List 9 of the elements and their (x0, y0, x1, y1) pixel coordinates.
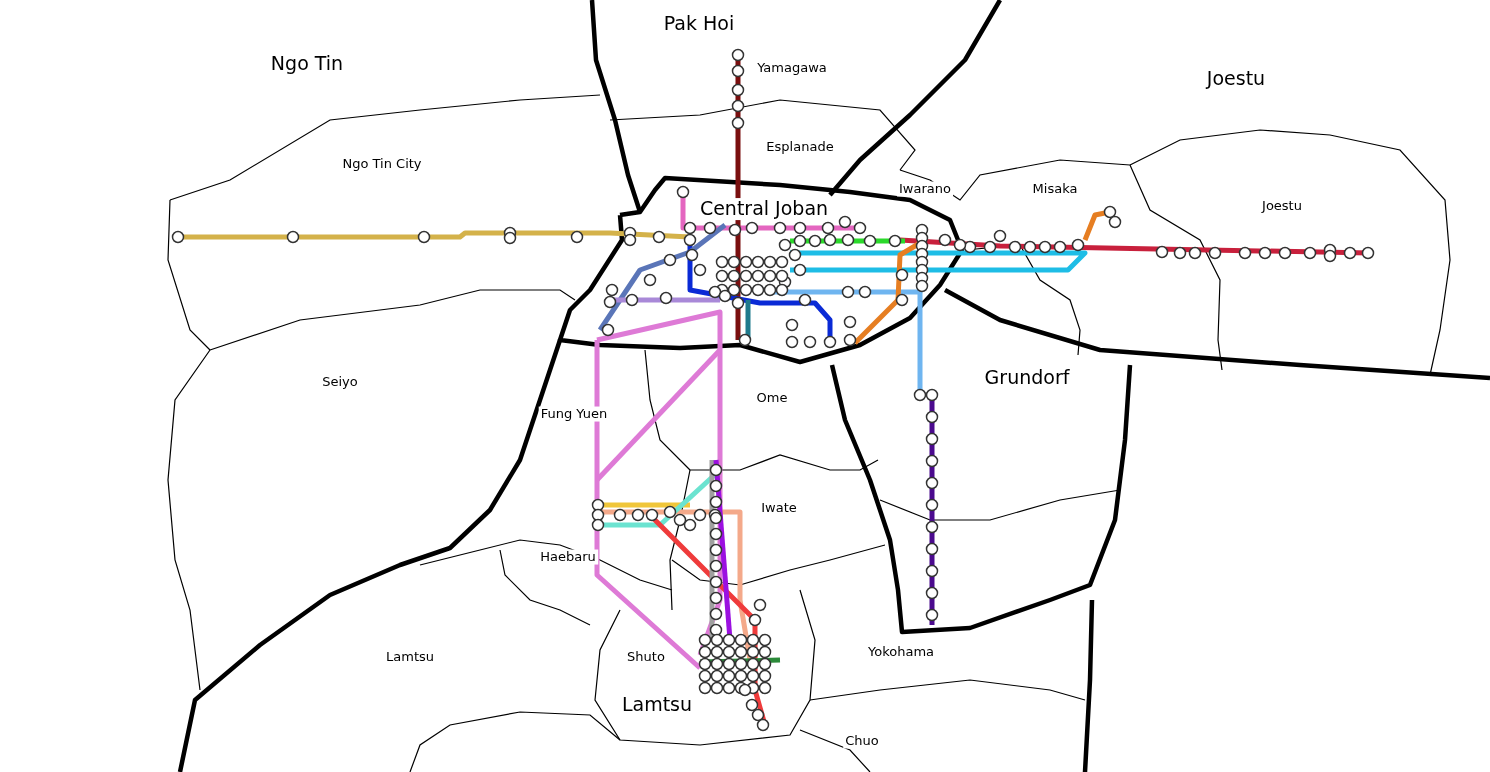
area-label: Joestu (1260, 198, 1304, 214)
area-label: Seiyo (320, 374, 360, 390)
area-label: Esplanade (764, 139, 836, 155)
area-label: Yamagawa (755, 60, 829, 76)
area-label: Chuo (843, 733, 881, 749)
area-label: Ngo Tin City (340, 156, 424, 172)
area-label: Haebaru (538, 549, 598, 565)
area-label: Iwarano (897, 181, 953, 197)
area-label: Fung Yuen (538, 406, 610, 422)
